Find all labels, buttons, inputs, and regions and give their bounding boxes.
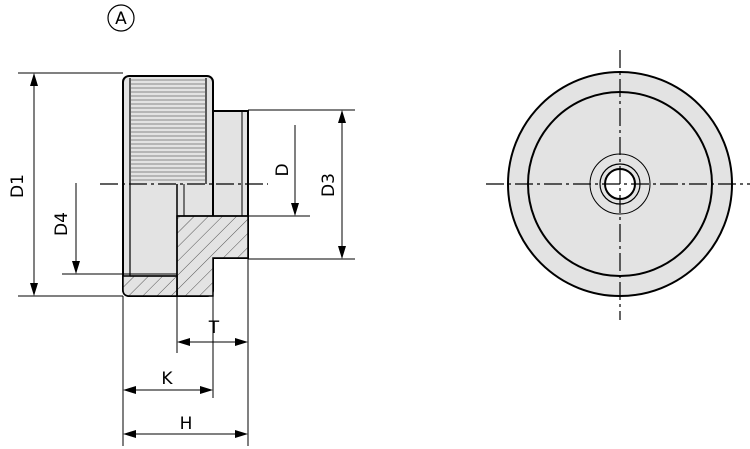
- t-label: T: [208, 318, 220, 338]
- d1-arrow-top: [30, 73, 38, 86]
- d3-arrow-top: [338, 110, 346, 123]
- front-view: [486, 50, 750, 320]
- dim-d4: D4: [52, 183, 177, 275]
- view-marker-circle: [107, 4, 135, 32]
- d3-label: D3: [319, 173, 339, 197]
- view-marker-label: A: [115, 9, 127, 29]
- d-label: D: [273, 163, 293, 176]
- dim-t: T: [177, 318, 248, 346]
- t-arrow-right: [235, 338, 248, 346]
- h-label: H: [180, 414, 193, 434]
- k-arrow-left: [123, 386, 136, 394]
- section-hatch-insert: [176, 215, 249, 297]
- section-hatch-rim: [122, 275, 178, 297]
- k-arrow-right: [200, 386, 213, 394]
- dimensions: D1 D4 D D3: [8, 72, 355, 446]
- d1-arrow-bottom: [30, 283, 38, 296]
- view-marker: A: [107, 4, 135, 32]
- d3-arrow-bottom: [338, 246, 346, 259]
- knurl-texture: [131, 79, 205, 181]
- side-section-view: [100, 75, 268, 297]
- d4-label: D4: [52, 212, 72, 236]
- d1-label: D1: [8, 174, 28, 198]
- k-label: K: [161, 369, 173, 389]
- dim-h: H: [123, 414, 248, 438]
- d-arrow: [291, 203, 299, 216]
- h-arrow-left: [123, 430, 136, 438]
- dim-k: K: [123, 369, 213, 394]
- h-arrow-right: [235, 430, 248, 438]
- dim-d: D: [248, 125, 310, 217]
- dim-d1: D1: [8, 72, 123, 297]
- t-arrow-left: [177, 338, 190, 346]
- d4-arrow: [72, 261, 80, 274]
- dim-d3: D3: [248, 109, 355, 260]
